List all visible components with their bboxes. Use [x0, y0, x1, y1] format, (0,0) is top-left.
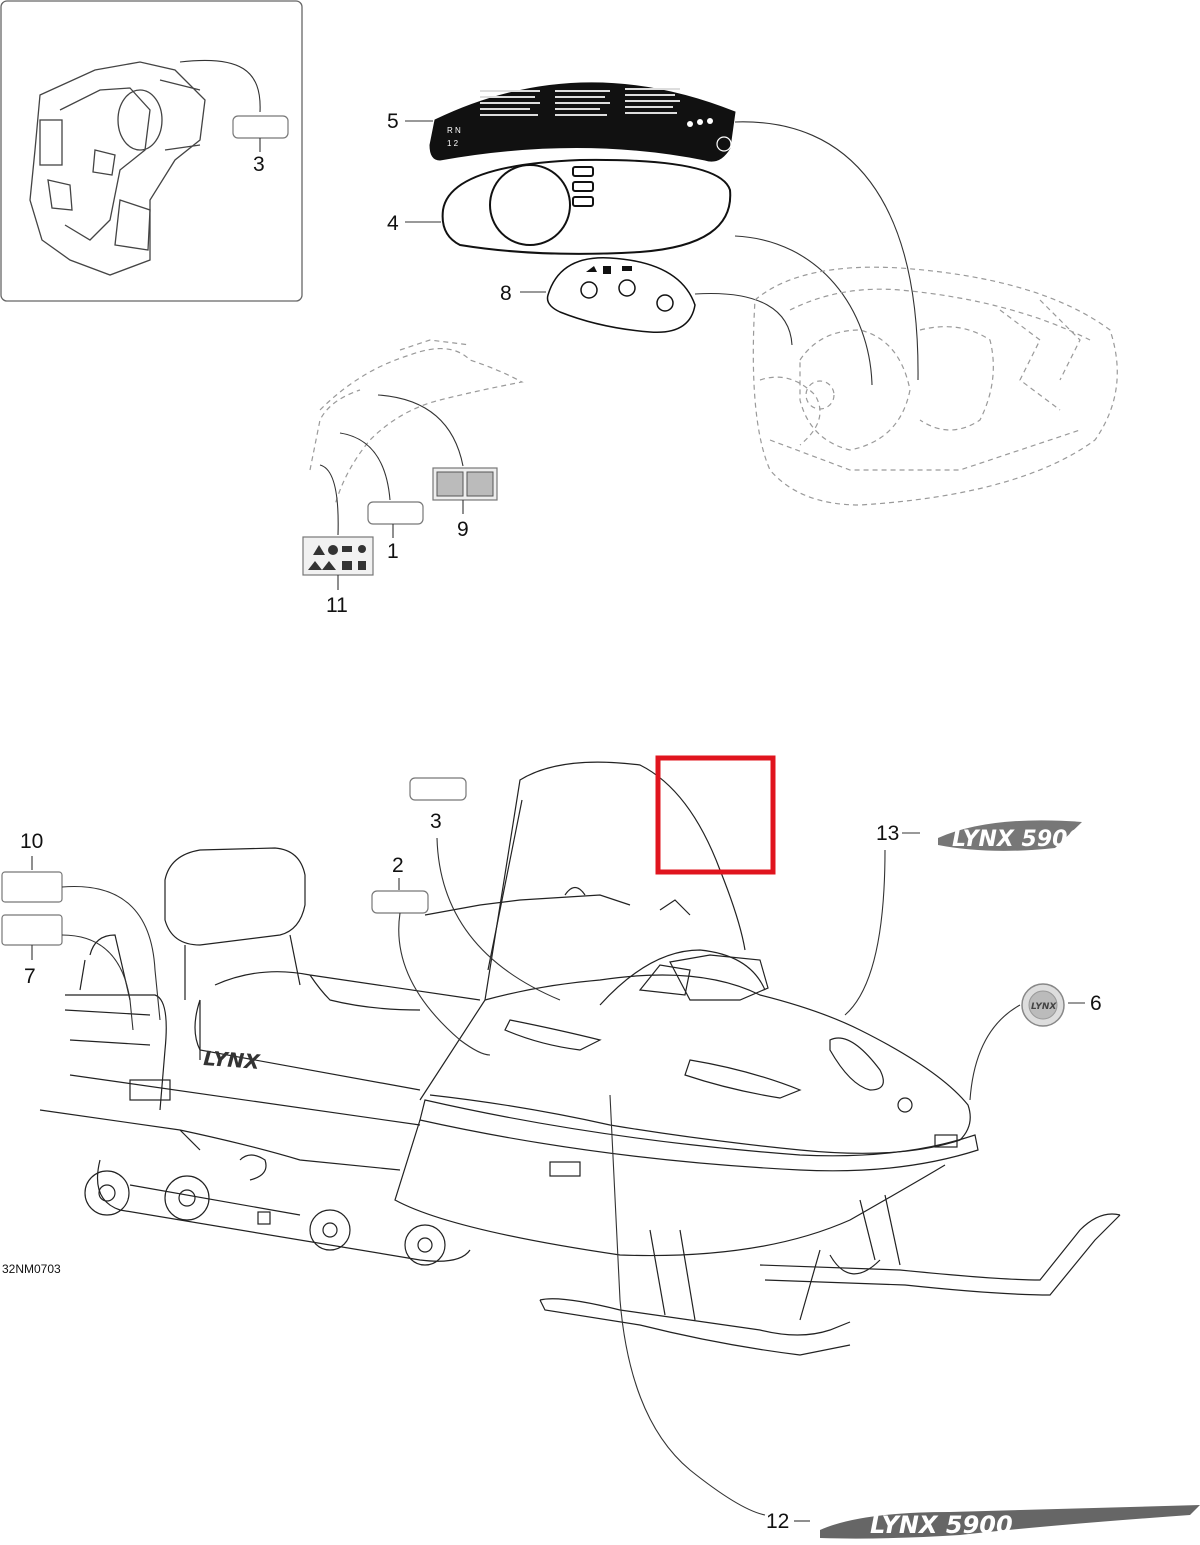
fender-outline-dashed: [309, 339, 524, 506]
callout-3-inset: 3: [253, 153, 265, 176]
decal-9: 9: [432, 467, 498, 541]
leader-4: [734, 235, 873, 386]
leader-8: [694, 292, 793, 346]
highlight-box: [655, 755, 776, 875]
decal-5: R N 1 2 5: [387, 82, 919, 381]
callout-13: 13: [876, 822, 899, 845]
callout-4: 4: [387, 212, 399, 235]
leader-10: [61, 885, 161, 1021]
decal-4: 4: [387, 158, 873, 386]
callout-6: 6: [1090, 992, 1102, 1015]
label-3-main: [409, 777, 467, 801]
callout-10: 10: [20, 830, 43, 853]
console-outline-dashed: [752, 266, 1118, 506]
label-10: [1, 871, 63, 903]
leader-5: [734, 121, 919, 381]
decal-13: LYNX 5900: [938, 820, 1083, 852]
label-7: [1, 914, 63, 946]
callout-3-main: 3: [430, 810, 442, 833]
decal-5-gear-label-2: 1 2: [447, 139, 459, 148]
label-1: [367, 501, 424, 525]
decal-13-text: LYNX 5900: [952, 827, 1083, 852]
callout-8: 8: [500, 282, 512, 305]
decal-4-gauge-ring: [489, 164, 571, 246]
svg-text:LYNX: LYNX: [203, 1046, 262, 1074]
leader-9: [377, 394, 464, 467]
leader-7: [61, 934, 134, 1031]
callout-1: 1: [387, 540, 399, 563]
decal-5-fine-print: [480, 88, 680, 116]
callout-12: 12: [766, 1510, 789, 1533]
leader-6: [969, 1004, 1021, 1101]
leader-2: [398, 912, 491, 1056]
belt-guard-part: [29, 61, 206, 276]
callout-5: 5: [387, 110, 399, 133]
label-2: [371, 890, 429, 914]
decal-6-text: LYNX: [1031, 1002, 1057, 1012]
callout-9: 9: [457, 518, 469, 541]
decal-8: 8: [500, 257, 793, 346]
drawing-code: 32NM0703: [2, 1262, 61, 1276]
decal-12: LYNX 5900: [820, 1505, 1200, 1539]
callout-7: 7: [24, 965, 36, 988]
decal-5-gear-label: R N: [447, 126, 461, 135]
decal-8-symbols: [586, 266, 632, 274]
inset-panel: 3: [0, 0, 303, 302]
decal-6: LYNX 6: [969, 983, 1102, 1101]
leader-3-main: [436, 837, 561, 1001]
leader-13: [844, 849, 886, 1016]
leader-11: [319, 464, 339, 536]
decal-12-text: LYNX 5900: [870, 1511, 1013, 1539]
decal-11: 11: [302, 536, 374, 617]
callout-11: 11: [326, 594, 348, 617]
leader-1: [339, 432, 391, 501]
snowmobile: LYNX: [39, 761, 1121, 1356]
callout-2: 2: [392, 854, 404, 877]
decal-5-symbols: [687, 118, 713, 127]
leader-12: [609, 1094, 766, 1516]
label-3-inset: [232, 115, 289, 139]
leader-3-inset: [179, 59, 261, 113]
decal-5-key-icon: [716, 136, 732, 152]
